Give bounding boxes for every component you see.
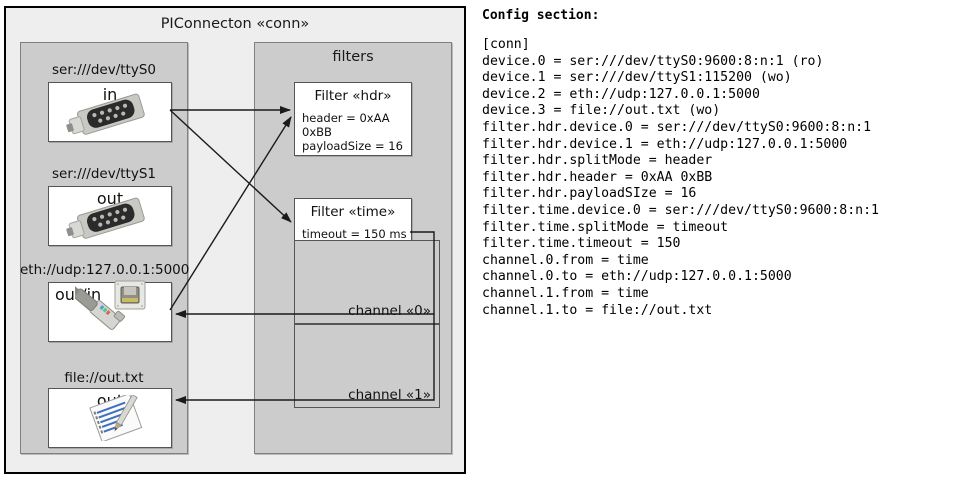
filter-prop: header = 0xAA 0xBB bbox=[302, 111, 390, 139]
device-label-0: ser:///dev/ttyS0 bbox=[52, 62, 156, 78]
diagram-title: PIConnecton «conn» bbox=[160, 16, 310, 32]
device-box-1[interactable]: out bbox=[48, 186, 172, 246]
filter-title-time: Filter «time» bbox=[310, 204, 396, 220]
config-section: Config section: [conn] device.0 = ser://… bbox=[482, 8, 960, 319]
filter-prop: payloadSize = 16 bbox=[302, 139, 403, 153]
filter-title-hdr: Filter «hdr» bbox=[314, 88, 392, 104]
config-body: [conn] device.0 = ser:///dev/ttyS0:9600:… bbox=[482, 37, 879, 318]
network-jack-icon bbox=[66, 280, 167, 340]
filters-group-title: filters bbox=[332, 49, 374, 65]
device-box-3[interactable]: out bbox=[48, 388, 172, 448]
filter-props-hdr: header = 0xAA 0xBB payloadSize = 16 bbox=[302, 111, 411, 153]
device-label-2: eth://udp:127.0.0.1:5000 bbox=[20, 262, 190, 278]
device-direction-0: in bbox=[102, 85, 118, 104]
serial-port-icon bbox=[65, 93, 165, 139]
device-label-3: file://out.txt bbox=[64, 370, 144, 386]
config-heading: Config section: bbox=[482, 8, 600, 23]
filter-prop: timeout = 150 ms bbox=[302, 227, 407, 241]
filter-box-hdr[interactable]: Filter «hdr» header = 0xAA 0xBB payloadS… bbox=[294, 82, 412, 156]
channel-panel-0: channel «0» bbox=[294, 240, 440, 324]
serial-port-icon bbox=[65, 197, 165, 243]
device-box-2[interactable]: out/in bbox=[48, 280, 172, 342]
channel-label-0: channel «0» bbox=[348, 303, 431, 319]
device-direction-1: out bbox=[96, 189, 124, 208]
diagram-frame: PIConnecton «conn» filters ser:///dev/tt… bbox=[4, 6, 466, 474]
device-label-1: ser:///dev/ttyS1 bbox=[52, 166, 156, 182]
channel-label-1: channel «1» bbox=[348, 387, 431, 403]
device-box-0[interactable]: in bbox=[48, 82, 172, 142]
channel-panel-1: channel «1» bbox=[294, 324, 440, 408]
filter-props-time: timeout = 150 ms bbox=[302, 227, 407, 241]
text-file-icon bbox=[87, 393, 149, 445]
